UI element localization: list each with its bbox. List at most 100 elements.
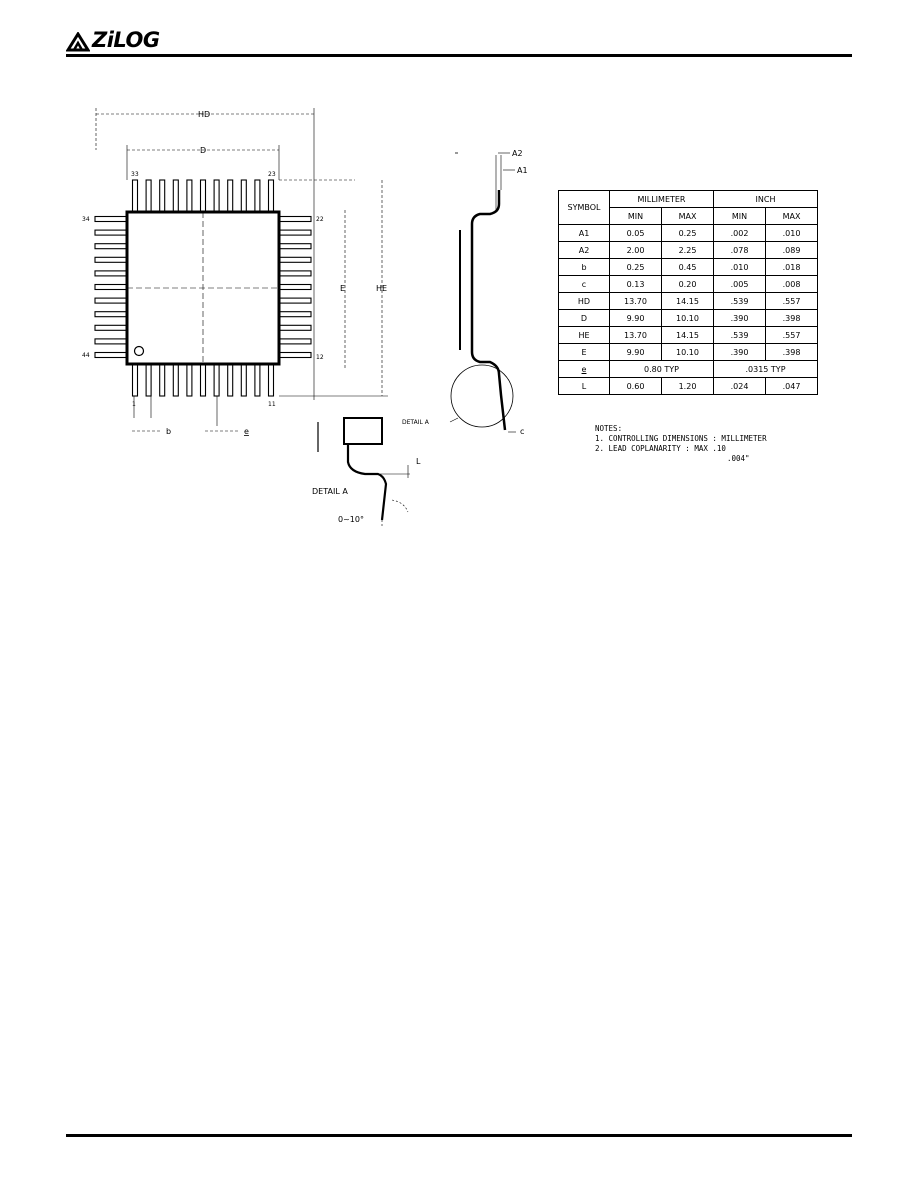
row-in-max: .047	[765, 377, 818, 395]
row-mm-max: 10.10	[661, 343, 714, 361]
row-mm-min: 9.90	[609, 309, 662, 327]
header-rule	[66, 54, 852, 57]
row-mm-max: 14.15	[661, 326, 714, 344]
row-symbol: A1	[558, 224, 610, 242]
lead-bottom	[159, 363, 166, 397]
lead-right	[278, 256, 312, 263]
lead-right	[278, 283, 312, 291]
row-mm-max: 10.10	[661, 309, 714, 327]
in-min-header: MIN	[713, 207, 766, 225]
row-in-max: .008	[765, 275, 818, 293]
lead-bottom	[172, 363, 179, 397]
pin-33-label: 33	[131, 171, 139, 178]
row-in-max: .557	[765, 292, 818, 310]
table-row: A1 0.05 0.25 .002 .010	[558, 224, 818, 242]
row-symbol: c	[558, 275, 610, 293]
row-symbol: A2	[558, 241, 610, 259]
pin-22-label: 22	[316, 216, 324, 223]
millimeter-header: MILLIMETER	[609, 190, 714, 208]
table-row: E 9.90 10.10 .390 .398	[558, 343, 818, 361]
pin-12-label: 12	[316, 354, 324, 361]
lead-top	[227, 179, 234, 213]
row-mm-max: 2.25	[661, 241, 714, 259]
lead-top	[145, 179, 152, 213]
zilog-mark-icon	[66, 32, 90, 52]
side-view: A2 A1 DETAIL A c	[402, 149, 528, 436]
symbol-header: SYMBOL	[558, 190, 610, 225]
l-label: L	[416, 457, 421, 466]
lead-top	[267, 179, 275, 213]
angle-label: 0~10°	[338, 515, 364, 524]
row-mm-min: 0.25	[609, 258, 662, 276]
lead-top	[254, 179, 261, 213]
row-symbol: D	[558, 309, 610, 327]
logo-text: ZiLOG	[92, 28, 160, 52]
lead-bottom	[186, 363, 193, 397]
notes-line-1: 1. CONTROLLING DIMENSIONS : MILLIMETER	[595, 434, 767, 443]
table-row: e 0.80 TYP .0315 TYP	[558, 360, 818, 378]
in-max-header: MAX	[765, 207, 818, 225]
row-in-max: .557	[765, 326, 818, 344]
c-label: c	[520, 427, 524, 436]
e-label: E	[340, 284, 345, 293]
table-subheader-row: MIN MAX MIN MAX	[559, 207, 818, 225]
row-mm-min: 13.70	[609, 292, 662, 310]
he-label: HE	[376, 284, 387, 293]
lead-left	[94, 351, 128, 359]
lead-right	[278, 243, 312, 250]
lead-top	[131, 179, 139, 213]
lead-right	[278, 311, 312, 318]
notes-block: NOTES: 1. CONTROLLING DIMENSIONS : MILLI…	[595, 424, 767, 464]
detail-a-side-label: DETAIL A	[402, 419, 430, 426]
detail-a-circle	[450, 364, 514, 428]
lead-left	[94, 215, 128, 223]
table-row: L 0.60 1.20 .024 .047	[558, 377, 818, 395]
table-row: D 9.90 10.10 .390 .398	[558, 309, 818, 327]
lead-left	[94, 243, 128, 250]
row-in-max: .010	[765, 224, 818, 242]
pin-11-label: 11	[268, 401, 276, 408]
lead-bottom	[267, 363, 275, 397]
leads	[94, 179, 312, 397]
lead-top	[172, 179, 179, 213]
row-symbol: L	[558, 377, 610, 395]
pin-34-label: 34	[82, 216, 90, 223]
lead-right	[278, 324, 312, 331]
lead-left	[94, 324, 128, 331]
e-pitch-label: e	[244, 427, 249, 436]
lead-top	[213, 179, 220, 213]
lead-right	[278, 338, 312, 345]
a1-label: A1	[517, 166, 528, 175]
row-symbol: HE	[558, 326, 610, 344]
lead-right	[278, 297, 312, 304]
lead-right	[278, 215, 312, 223]
row-mm-max: 0.45	[661, 258, 714, 276]
notes-line-2: 2. LEAD COPLANARITY : MAX .10	[595, 444, 726, 453]
detail-a-label: DETAIL A	[312, 487, 348, 496]
table-row: HE 13.70 14.15 .539 .557	[558, 326, 818, 344]
lead-bottom	[240, 363, 247, 397]
lead-left	[94, 297, 128, 304]
row-in-min: .005	[713, 275, 766, 293]
table-row: b 0.25 0.45 .010 .018	[558, 258, 818, 276]
row-symbol: HD	[558, 292, 610, 310]
lead-right	[278, 351, 312, 359]
row-mm-max: 14.15	[661, 292, 714, 310]
row-in-min: .002	[713, 224, 766, 242]
lead-bottom	[213, 363, 220, 397]
a2-label: A2	[512, 149, 523, 158]
lead-bottom	[145, 363, 152, 397]
row-mm-min: 0.05	[609, 224, 662, 242]
lead-right	[278, 270, 312, 277]
row-mm-min: 2.00	[609, 241, 662, 259]
lead-bottom	[254, 363, 261, 397]
row-symbol: e	[558, 360, 610, 378]
pin-23-label: 23	[268, 171, 276, 178]
lead-top	[186, 179, 193, 213]
inch-header: INCH	[713, 190, 818, 208]
lead-bottom	[227, 363, 234, 397]
row-mm-max: 1.20	[661, 377, 714, 395]
b-label: b	[166, 427, 171, 436]
lead-left	[94, 311, 128, 318]
row-in-min: .010	[713, 258, 766, 276]
